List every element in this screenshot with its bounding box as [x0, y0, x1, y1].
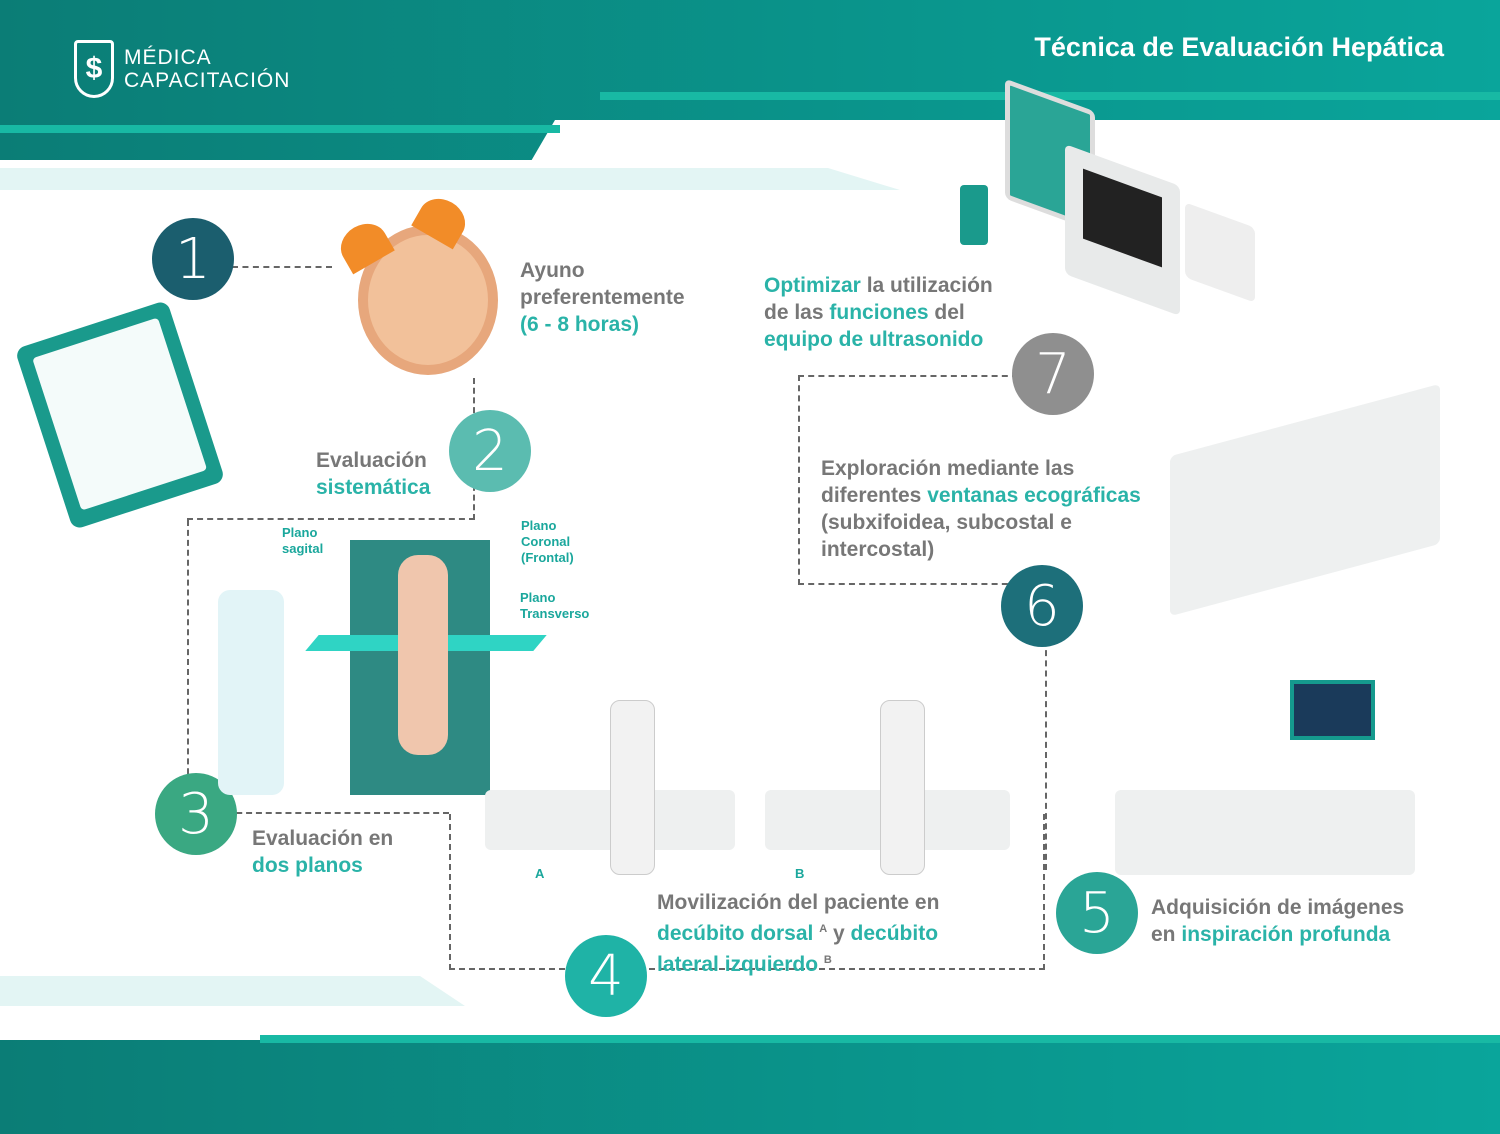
page-title: Técnica de Evaluación Hepática	[1034, 32, 1444, 62]
footer-stripe	[260, 1035, 1500, 1043]
footer-light-band	[0, 976, 465, 1006]
label-position-b: B	[795, 866, 805, 881]
label-position-a: A	[535, 866, 545, 881]
exploration-bed-illustration	[1170, 383, 1440, 617]
header-stripe-left	[0, 125, 560, 133]
step-number-5: 5	[1056, 872, 1138, 954]
footer-band	[0, 1040, 1500, 1134]
doctor-illustration	[218, 590, 284, 795]
connector-3	[187, 520, 449, 814]
light-band	[0, 168, 900, 190]
connector-6	[798, 375, 1018, 585]
brand-line1: MÉDICA	[124, 46, 212, 69]
ecg-monitor	[1185, 202, 1255, 303]
connector-4	[449, 814, 1045, 970]
doctor-b-illustration	[880, 700, 925, 875]
ultrasound-exam-illustration	[1115, 790, 1415, 875]
patient-figure	[398, 555, 448, 755]
connector-1	[232, 266, 332, 268]
step-number-4: 4	[565, 935, 647, 1017]
doctor-a-illustration	[610, 700, 655, 875]
step-number-7: 7	[1012, 333, 1094, 415]
ultrasound-monitor	[1290, 680, 1375, 740]
step-number-1: 1	[152, 218, 234, 300]
caduceus-shield-icon: $	[74, 40, 114, 98]
brand-line2: CAPACITACIÓN	[124, 69, 291, 92]
step-7-text: Optimizar la utilización de las funcione…	[764, 274, 993, 351]
step-number-6: 6	[1001, 565, 1083, 647]
connector-5	[1045, 640, 1047, 870]
gel-bottle-icon	[960, 185, 988, 245]
step-number-2: 2	[449, 410, 531, 492]
step-4-text: Movilización del paciente en decúbito do…	[657, 891, 940, 976]
